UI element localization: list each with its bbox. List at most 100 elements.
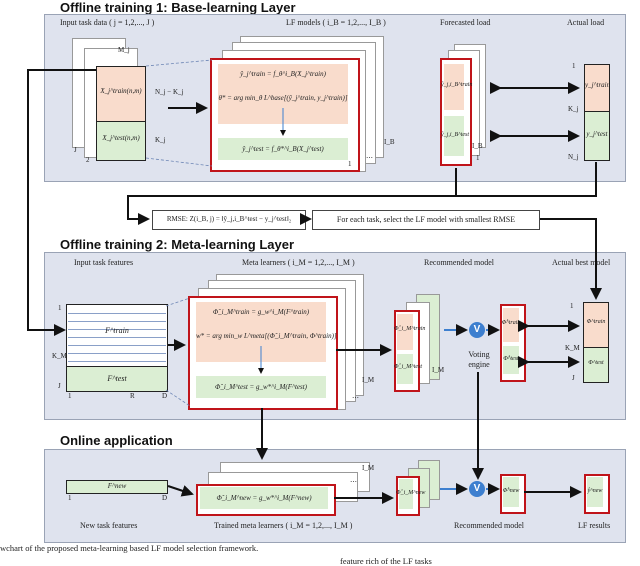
trained-IM: I_M <box>362 464 375 472</box>
sheet-label-J: J <box>74 146 77 154</box>
dim-M: M_j <box>118 46 130 54</box>
phi-new-label: Φ̂_i_M^new <box>396 490 426 496</box>
f-x-R: R <box>130 392 135 400</box>
rmse-formula: RMSE: Z(i_B, j) = ‖ŷ_j,i_B^test − y_j^te… <box>166 215 292 223</box>
meta-eq-1: Φ̂_i_M^train = g_w^i_M(F^train) <box>212 308 310 316</box>
body-text-cutoff: feature rich of the LF tasks <box>340 556 432 566</box>
actual-ax-K: K_j <box>568 105 579 113</box>
yhat-train-label: ŷ_j,i_B^train <box>441 82 473 88</box>
trained-area: Φ̂_i_M^new = g_w*^i_M(F^new) <box>200 487 328 509</box>
actual-ax-N: N_j <box>568 153 579 161</box>
recommended-model-label: Recommended model <box>424 258 494 267</box>
x-train-block: X_j^train(n,m) <box>96 66 146 122</box>
input-task-features-label: Input task features <box>74 258 134 267</box>
voting-engine-icon: V <box>469 322 485 338</box>
phi-vote-train: Φ̂^train <box>501 320 521 326</box>
x-train-label: X_j^train(n,m) <box>100 87 142 95</box>
lf-dots: ⋯ <box>366 154 373 162</box>
y-new-label: ŷ^new <box>587 488 603 494</box>
lf-results-area <box>587 477 603 507</box>
phi-train-block: Φ^train <box>583 302 609 348</box>
forecasted-load-label: Forecasted load <box>440 18 491 27</box>
forecast-to-rmse-line <box>127 168 457 225</box>
new-task-features-label: New task features <box>80 521 138 530</box>
voting-engine-online-icon: V <box>469 481 485 497</box>
figure-caption: wchart of the proposed meta-learning bas… <box>0 543 259 553</box>
f-test-label: F^test <box>107 374 127 383</box>
lf-models-label: LF models ( i_B = 1,2,..., I_B ) <box>286 18 386 27</box>
meta-eq-3: Φ̂_i_M^test = g_w*^i_M(F^test) <box>214 383 307 391</box>
meta-dots: ⋯ <box>352 394 359 402</box>
dim-N-K: N_j − K_j <box>155 88 184 96</box>
meta-IM: I_M <box>362 376 375 384</box>
lf-test-area: ŷ_j^test = f_θ*^i_B(X_j^test) <box>218 138 348 160</box>
select-box: For each task, select the LF model with … <box>312 210 540 230</box>
forecast-test-area <box>444 116 464 156</box>
rec-test-area <box>397 354 413 384</box>
trained-dots: ⋯ <box>350 478 357 486</box>
phi-vote-test: Φ̂^test <box>503 356 519 362</box>
select-text: For each task, select the LF model with … <box>336 215 516 224</box>
fnew-x-D: D <box>162 494 168 502</box>
y-test-label: y_j^test <box>586 130 608 138</box>
phi-hat-train-label: Φ̂_i_M^train <box>394 326 426 332</box>
dim-K: K_j <box>155 136 166 144</box>
actual-load-label: Actual load <box>567 18 605 27</box>
phi-hat-test-label: Φ̂_i_M^test <box>394 364 423 370</box>
y-train-block: y_j^train <box>584 64 610 112</box>
trained-meta-learners-label: Trained meta learners ( i_M = 1,2,..., I… <box>214 521 353 530</box>
rec-IM: I_M <box>432 366 445 374</box>
vote-new-area <box>503 477 519 507</box>
f-train-rows <box>68 306 166 364</box>
forecast-IB: I_B <box>472 142 483 150</box>
actual-best-model-label: Actual best model <box>552 258 611 267</box>
vote-train-area <box>503 308 519 342</box>
f-ax-1: 1 <box>58 304 62 312</box>
best-ax-J: J <box>572 374 575 382</box>
meta-test-area: Φ̂_i_M^test = g_w*^i_M(F^test) <box>196 376 326 398</box>
section2-title: Offline training 2: Meta-learning Layer <box>60 237 295 252</box>
phi-vote-new: Φ̂^new <box>502 488 520 494</box>
f-new-block: F^new <box>66 480 168 494</box>
y-test-block: y_j^test <box>584 111 610 161</box>
f-ax-KM: K_M <box>52 352 67 360</box>
section3-title: Online application <box>60 433 173 448</box>
x-test-label: X_j^test(n,m) <box>102 134 140 142</box>
actual-to-rmse-line <box>456 162 597 197</box>
forecast-1: 1 <box>476 154 480 162</box>
lf-IB: I_B <box>384 138 395 146</box>
lf-eq-1: ŷ_j^train = f_θ^i_B(X_j^train) <box>240 70 326 78</box>
f-train-label: F^train <box>105 326 129 335</box>
sheet-label-2: 2 <box>86 156 90 164</box>
rec-train-area <box>397 314 413 350</box>
f-ax-J: J <box>58 382 61 390</box>
vote-test-area <box>503 346 519 374</box>
best-ax-KM: K_M <box>565 344 580 352</box>
f-x-D: D <box>162 392 168 400</box>
input-task-data-label: Input task data ( j = 1,2,..., J ) <box>60 18 155 27</box>
left-data-line <box>27 69 96 336</box>
forecast-train-area <box>444 64 464 110</box>
rmse-box: RMSE: Z(i_B, j) = ‖ŷ_j,i_B^test − y_j^te… <box>152 210 306 230</box>
meta-learners-label: Meta learners ( i_M = 1,2,..., I_M ) <box>242 258 355 267</box>
fnew-x-1: 1 <box>68 494 72 502</box>
lf-eq-3: ŷ_j^test = f_θ*^i_B(X_j^test) <box>242 145 324 153</box>
f-test-block: F^test <box>66 366 168 392</box>
lf-eq-2: θ* = arg min_θ L^base[(ŷ_j^train, y_j^tr… <box>218 94 348 102</box>
rec3-area <box>399 479 413 509</box>
f-new-label: F^new <box>107 482 127 490</box>
actual-ax-1: 1 <box>572 62 576 70</box>
x-test-block: X_j^test(n,m) <box>96 121 146 161</box>
y-train-label: y_j^train <box>585 81 611 89</box>
yhat-test-label: ŷ_j,i_B^test <box>441 132 470 138</box>
select-to-best-arrow <box>540 218 602 300</box>
meta-eq-2: w* = arg min_w L^meta[(Φ̂_i_M^train, Φ^t… <box>196 332 337 340</box>
fnew-to-trained-arrow <box>167 485 194 497</box>
best-ax-1: 1 <box>570 302 574 310</box>
phi-train-label: Φ^train <box>586 319 606 325</box>
lf-sheet-1-label: 1 <box>348 160 352 168</box>
phi-test-label: Φ^test <box>588 360 604 366</box>
recommended-model-online-label: Recommended model <box>454 521 524 530</box>
phi-test-block: Φ^test <box>583 347 609 383</box>
